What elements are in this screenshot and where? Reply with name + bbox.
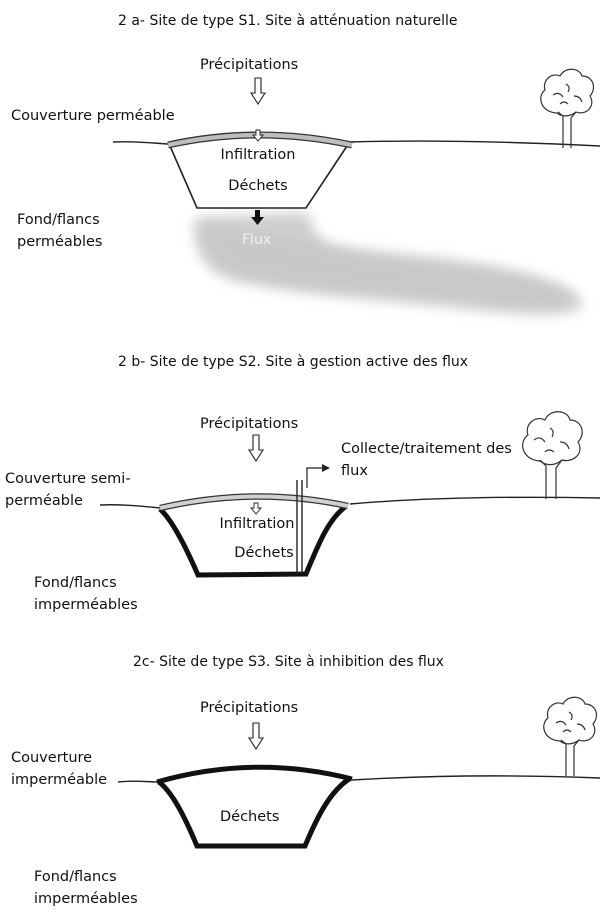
waste-pit (169, 145, 348, 209)
diagram-s1 (112, 68, 601, 315)
arrow-down-icon (247, 434, 265, 463)
flux-label: Flux (242, 232, 272, 248)
diagram-s2 (99, 411, 601, 578)
panel-s2: 2 b- Site de type S2. Site à gestion act… (0, 330, 601, 620)
impermeable-liner (157, 776, 351, 849)
bottom-label: Fond/flancs perméables (17, 212, 103, 251)
ground-line (99, 504, 161, 509)
panel-title: 2 a- Site de type S1. Site à atténuation… (118, 13, 458, 29)
panel-s1: 2 a- Site de type S1. Site à atténuation… (0, 0, 601, 330)
bottom-label: Fond/flancs imperméables (34, 869, 138, 908)
precipitations-label: Précipitations (200, 416, 299, 432)
precipitations-label: Précipitations (200, 700, 299, 716)
arrow-right-icon (306, 464, 330, 488)
precipitations-label: Précipitations (200, 57, 299, 73)
tree-icon (543, 696, 598, 776)
ground-line (112, 141, 169, 145)
panel-title: 2 b- Site de type S2. Site à gestion act… (118, 354, 469, 370)
infiltration-label: Infiltration (219, 516, 295, 532)
ground-line (117, 780, 159, 783)
infiltration-label: Infiltration (220, 147, 296, 163)
arrow-down-icon (247, 722, 265, 751)
waste-label: Déchets (228, 178, 288, 194)
waste-label: Déchets (234, 545, 294, 561)
tree-icon (522, 411, 583, 499)
bottom-label: Fond/flancs imperméables (34, 575, 138, 614)
arrow-down-icon (252, 129, 264, 142)
diagram-s3 (117, 696, 601, 849)
panel-s3: 2c- Site de type S3. Site à inhibition d… (0, 620, 601, 918)
impermeable-cover (156, 764, 353, 785)
tree-icon (540, 68, 595, 148)
arrow-down-icon (249, 77, 267, 106)
collection-label: Collecte/traitement des flux (341, 441, 512, 480)
cover-label: Couverture semi-perméable (5, 471, 131, 510)
panel-title: 2c- Site de type S3. Site à inhibition d… (133, 654, 444, 670)
cover-label: Couverture perméable (11, 108, 175, 124)
collection-pipe (296, 480, 303, 574)
waste-label: Déchets (220, 809, 280, 825)
cover-label: Couverture imperméable (11, 750, 108, 789)
arrow-down-icon (251, 210, 264, 225)
impermeable-liner (158, 505, 347, 578)
arrow-down-icon (250, 502, 262, 515)
